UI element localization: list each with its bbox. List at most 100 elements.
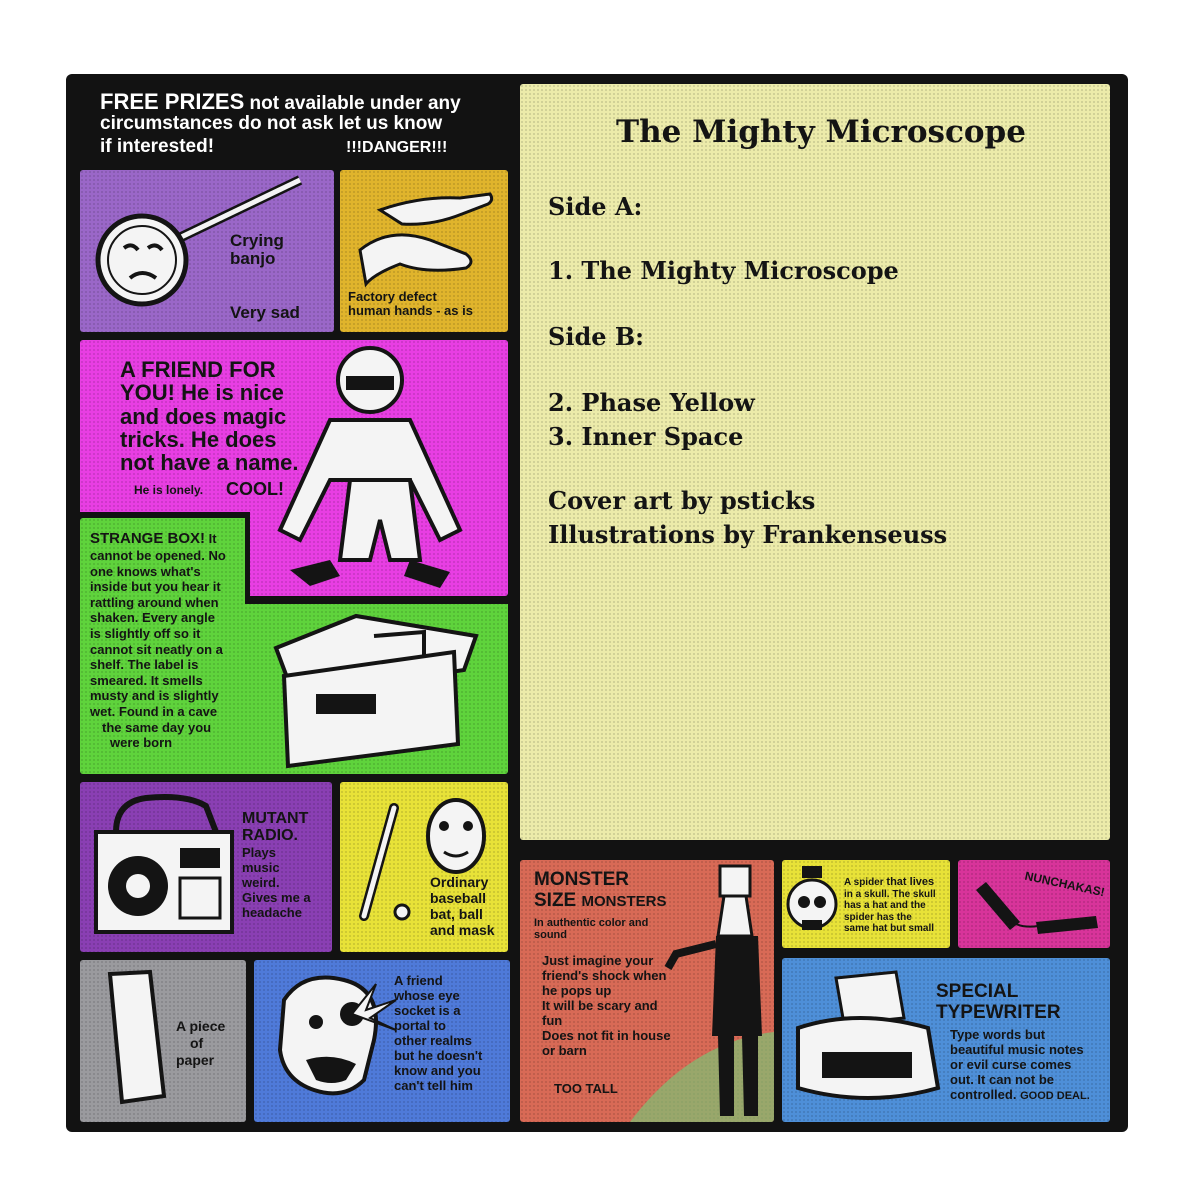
typewriter-panel: SPECIAL TYPEWRITER Type words but beauti…	[782, 958, 1110, 1122]
eye-line-4: portal to	[394, 1017, 446, 1033]
monster-too-tall: TOO TALL	[554, 1081, 618, 1096]
spider-line-4: spider has the	[844, 911, 912, 923]
header-line2: circumstances do not ask let us know	[100, 113, 443, 134]
typewriter-icon	[796, 970, 941, 1100]
box-title: STRANGE BOX!	[90, 530, 206, 547]
friend-lonely: He is lonely.	[134, 483, 204, 497]
paper-line-2: of	[190, 1034, 204, 1051]
monster-line-5: he pops up	[542, 982, 612, 998]
box-line-9: shelf. The label is	[90, 657, 199, 673]
eye-line-7: know and you	[394, 1062, 481, 1078]
banjo-label-1: Crying	[230, 231, 284, 250]
eye-line-2: whose eye	[394, 987, 460, 1003]
hands-icon	[358, 192, 494, 288]
typewriter-line-4: out. It can not be	[950, 1071, 1054, 1087]
bat-line-3: bat, ball	[430, 906, 483, 923]
eye-line-5: other realms	[394, 1032, 473, 1048]
friend-line-3: and does magic	[120, 403, 287, 429]
monster-panel: MONSTER SIZE MONSTERS In authentic color…	[520, 860, 774, 1122]
eye-line-8: can't tell him	[394, 1077, 473, 1093]
typewriter-title-1: SPECIAL	[936, 981, 1019, 1002]
eye-line-6: but he doesn't	[394, 1047, 483, 1063]
typewriter-good-deal: GOOD DEAL.	[1020, 1089, 1090, 1102]
box-line-11: musty and is slightly	[90, 688, 219, 704]
monster-title-2: SIZE	[534, 889, 577, 911]
eye-line-1: A friend	[394, 973, 443, 988]
paper-line-1: A piece	[176, 1018, 226, 1034]
radio-line-1: Plays	[242, 845, 276, 860]
nunchakas-panel: NUNCHAKAS!	[958, 860, 1110, 948]
box-line-2: cannot be opened. No	[90, 548, 226, 563]
radio-panel: MUTANT RADIO. Plays music weird. Gives m…	[80, 782, 332, 952]
friend-line-2: YOU! He is nice	[120, 380, 284, 406]
spider-panel: A spider that lives in a skull. The skul…	[782, 860, 950, 948]
bat-ball-mask-icon	[359, 798, 486, 921]
banjo-label-3: Very sad	[230, 303, 300, 322]
bat-panel: Ordinary baseball bat, ball and mask	[340, 782, 508, 952]
box-line-10: smeared. It smells	[90, 672, 203, 688]
friend-cool: COOL!	[226, 479, 284, 499]
monster-line-1: In authentic color and	[534, 917, 649, 929]
nunchaku-icon	[976, 882, 1098, 934]
monster-figure-icon	[630, 864, 774, 1122]
spider-line-1b: that lives	[886, 876, 935, 888]
radio-title-2: RADIO.	[242, 827, 298, 845]
header-banner: FREE PRIZES not available under any circ…	[80, 84, 516, 162]
spider-line-2: in a skull. The skull	[844, 888, 936, 900]
monster-line-7: fun	[542, 1012, 563, 1028]
monster-title-3: MONSTERS	[581, 892, 667, 910]
radio-title-1: MUTANT	[242, 810, 309, 827]
box-line-3: one knows what's	[90, 563, 201, 579]
monster-line-3: Just imagine your	[542, 953, 654, 968]
box-line-5: rattling around when	[90, 594, 219, 610]
friend-line-4: tricks. He does	[120, 426, 277, 452]
banjo-label-2: banjo	[230, 249, 276, 269]
side-a-heading: Side A:	[548, 192, 643, 221]
track-2: 2. Phase Yellow	[548, 388, 755, 417]
eye-line-3: socket is a	[394, 1002, 461, 1018]
radio-line-3: weird.	[242, 874, 280, 890]
portal-friend-icon	[277, 975, 397, 1096]
friend-line-5: not have a name.	[120, 450, 299, 476]
box-line-14: were born	[110, 735, 173, 751]
box-line-8: cannot sit neatly on a	[90, 641, 223, 657]
radio-line-2: music	[242, 859, 280, 875]
box-line-13: the same day you	[102, 719, 212, 735]
banjo-icon	[95, 175, 303, 307]
friend-figure-icon	[277, 346, 463, 588]
radio-line-5: headache	[242, 904, 302, 920]
track-3: 3. Inner Space	[548, 422, 744, 451]
hands-panel: Factory defect human hands - as is	[340, 170, 508, 332]
monster-title-1: MONSTER	[534, 869, 629, 890]
spider-line-5: same hat but small	[844, 923, 935, 935]
header-line3: if interested!	[100, 136, 215, 157]
bat-line-2: baseball	[430, 890, 487, 907]
header-line1: not available under any	[249, 93, 461, 114]
box-line-7: is slightly off so it	[90, 625, 201, 641]
hands-label-2: human hands - as is	[348, 303, 473, 319]
box-line-12: wet. Found in a cave	[90, 703, 218, 719]
free-prizes-heading: FREE PRIZES	[100, 89, 245, 114]
track-1: 1. The Mighty Microscope	[548, 256, 899, 285]
monster-line-2: sound	[534, 928, 567, 941]
paper-panel: A piece of paper	[80, 960, 246, 1122]
radio-line-4: Gives me a	[242, 889, 311, 905]
banjo-panel: Crying banjo Very sad	[80, 170, 334, 332]
bat-line-4: and mask	[430, 922, 495, 939]
box-line-1: It	[208, 531, 217, 546]
paper-line-3: paper	[176, 1051, 215, 1068]
credit-cover-art: Cover art by psticks	[548, 486, 816, 515]
paper-icon	[107, 969, 167, 1105]
hands-label-1: Factory defect	[348, 289, 437, 304]
typewriter-line-3: or evil curse comes	[950, 1056, 1072, 1072]
skull-jar-icon	[786, 866, 838, 930]
spider-line-3: has a hat and the	[844, 900, 926, 912]
spider-line-1: A spider	[844, 877, 884, 888]
side-b-heading: Side B:	[548, 322, 644, 351]
box-line-6: shaken. Every angle	[90, 610, 216, 626]
monster-line-8: Does not fit in house	[542, 1027, 671, 1043]
eye-portal-panel: A friend whose eye socket is a portal to…	[254, 960, 510, 1122]
bat-line-1: Ordinary	[430, 874, 489, 890]
monster-line-9: or barn	[542, 1042, 587, 1058]
strange-box-icon	[273, 613, 479, 769]
